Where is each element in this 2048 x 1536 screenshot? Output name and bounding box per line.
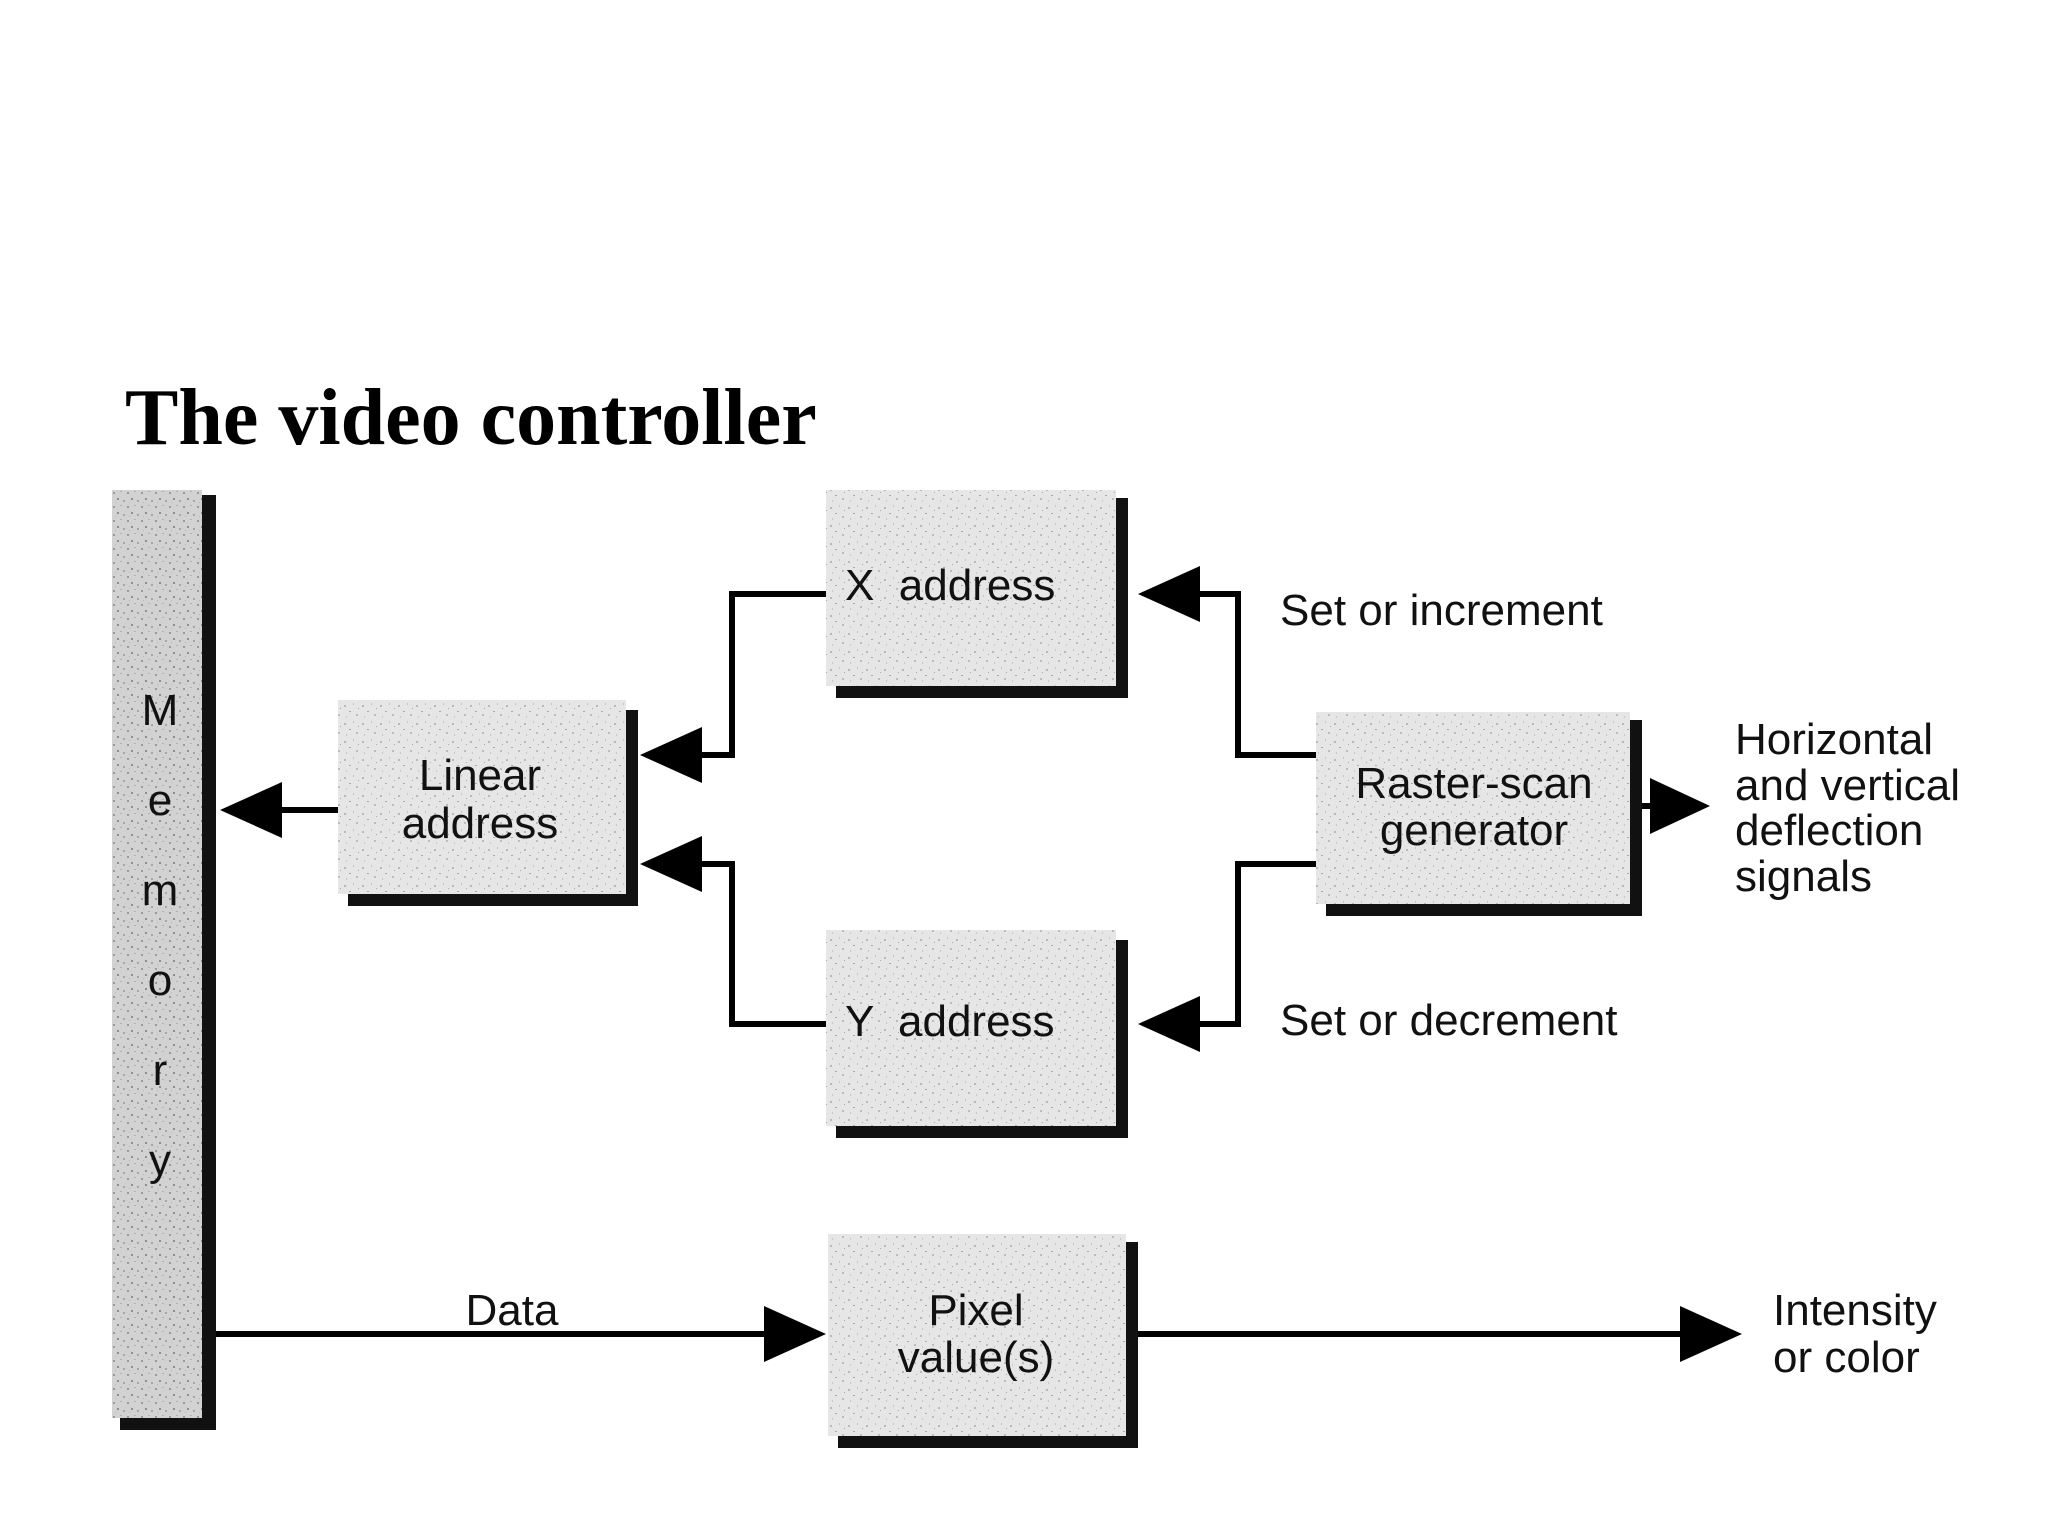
intensity-label-line2: or color [1773,1333,1920,1382]
pixel-value-label-line2: value(s) [898,1333,1055,1382]
page-title: The video controller [125,374,817,462]
memory-block [112,490,216,1430]
intensity-label-line1: Intensity [1773,1286,1937,1335]
memory-letter-r: r [153,1046,168,1095]
raster-scan-label-line1: Raster-scan [1355,759,1592,808]
y-to-linear-line [680,861,826,1027]
pixel-value-label-line1: Pixel [928,1286,1023,1335]
deflection-label-line1: Horizontal [1735,715,1933,764]
memory-letter-m2: m [142,866,179,915]
x-address-label: X address [845,561,1055,610]
deflection-label-line3: deflection [1735,806,1923,855]
linear-address-label-line2: address [402,799,559,848]
arrowhead-into-pixel [764,1306,826,1362]
set-or-decrement-label: Set or decrement [1280,996,1618,1045]
linear-address-label-line1: Linear [419,751,541,800]
set-or-increment-label: Set or increment [1280,586,1603,635]
memory-letter-e: e [148,776,172,825]
arrowhead-into-memory [220,782,282,838]
arrowhead-deflection [1650,778,1710,834]
data-label: Data [466,1286,559,1335]
x-to-linear-line [680,591,826,758]
arrowhead-into-y-address [1138,996,1200,1052]
y-address-box [826,930,1128,1138]
memory-letter-y: y [149,1136,171,1185]
arrowheads [220,566,1742,1362]
arrowhead-into-linear-bottom [640,836,702,892]
raster-scan-label-line2: generator [1380,806,1568,855]
deflection-label-line4: signals [1735,852,1872,901]
memory-letter-o: o [148,956,172,1005]
memory-letter-m: M [142,686,179,735]
pixel-value-box [828,1234,1138,1448]
arrowhead-into-linear-top [640,727,702,783]
raster-to-x-line [1196,591,1316,758]
deflection-label-line2: and vertical [1735,761,1960,810]
arrowhead-into-x-address [1138,566,1200,622]
x-address-box [826,490,1128,698]
linear-address-box [338,700,638,906]
raster-to-y-line [1196,861,1316,1027]
y-address-label: Y address [845,997,1055,1046]
raster-scan-generator-box [1316,712,1642,916]
arrowhead-intensity [1680,1306,1742,1362]
